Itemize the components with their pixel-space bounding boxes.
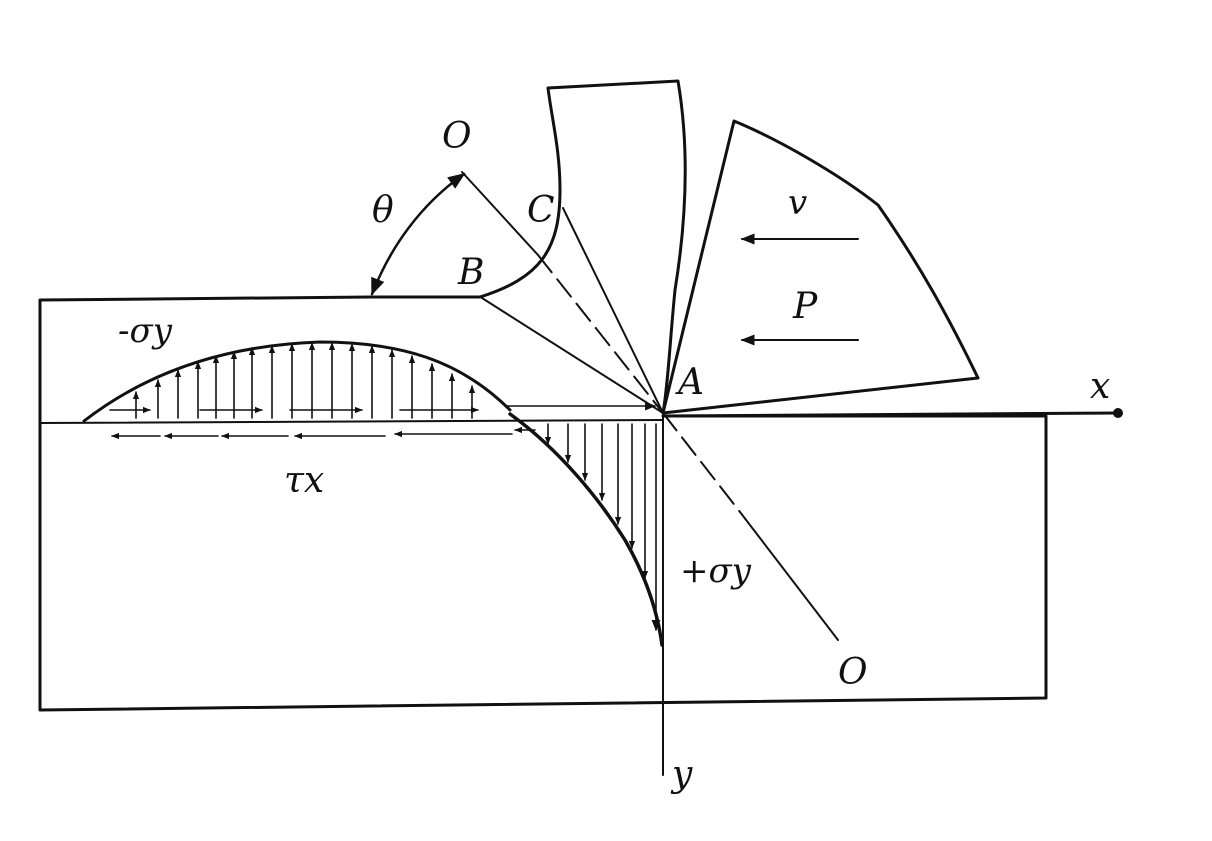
label-tau-x: τx <box>284 460 324 501</box>
label-theta: θ <box>372 190 394 231</box>
plus-sigma-y-curve <box>508 412 664 647</box>
label-minus-sigma-y: -σy <box>118 311 173 351</box>
tau-arrows-upper <box>109 401 657 414</box>
label-x: x <box>1090 366 1110 407</box>
shear-line-upper <box>461 171 539 256</box>
line-A-B <box>481 297 664 414</box>
label-O-top: O <box>442 116 472 157</box>
label-P: P <box>792 286 818 327</box>
workpiece-uncut-outline <box>38 295 1048 712</box>
theta-angle-arc <box>370 172 466 296</box>
label-plus-sigma-y: +σy <box>680 551 752 591</box>
shear-line-dashed <box>537 254 664 414</box>
minus-sigma-y-curve <box>82 340 512 423</box>
minus-sigma-y-arrows <box>132 342 476 419</box>
label-C: C <box>527 190 555 231</box>
label-y: y <box>670 754 693 795</box>
line-A-C <box>562 207 664 414</box>
label-O-bottom: O <box>838 652 868 693</box>
x-axis <box>661 411 1120 418</box>
plus-sigma-y-arrows <box>544 423 661 632</box>
shear-line-lower <box>739 511 839 641</box>
tau-x-arrows <box>111 426 536 440</box>
cut-surface-line <box>39 419 664 424</box>
x-axis-end-dot <box>1113 408 1123 418</box>
chip-outline <box>370 79 687 415</box>
label-B: B <box>457 252 484 293</box>
cutting-tool-outline <box>661 119 980 415</box>
label-v: v <box>788 183 807 223</box>
label-A: A <box>675 362 704 403</box>
shear-line-lower-dashed <box>662 412 741 513</box>
